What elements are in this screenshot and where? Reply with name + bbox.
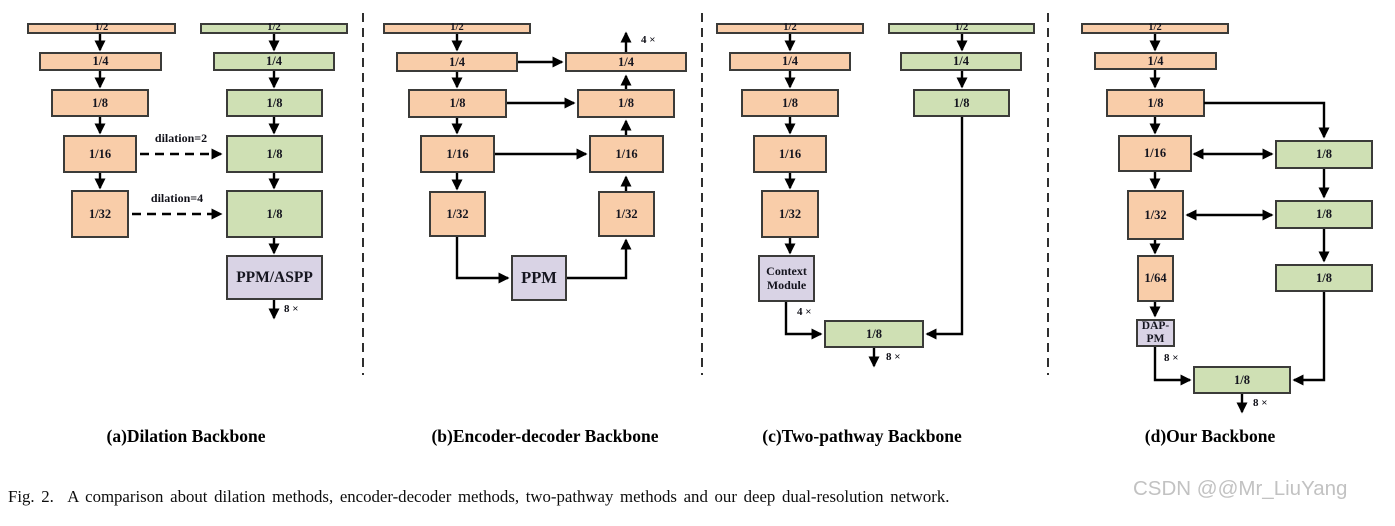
a-dilated-box-1of8: 1/8	[226, 89, 323, 117]
d-highres-box1-1of8: 1/8	[1275, 140, 1373, 169]
a-output-scale-label: 8 ×	[284, 303, 299, 315]
d-main-box-1of2: 1/2	[1081, 23, 1229, 34]
d-upsample-scale-label: 8 ×	[1164, 352, 1179, 364]
d-main-box-1of16: 1/16	[1118, 135, 1192, 172]
a-ppm-aspp-box: PPM/ASPP	[226, 255, 323, 300]
c-upsample-scale-label: 4 ×	[797, 306, 812, 318]
panel-d-caption: (d)Our Backbone	[1144, 426, 1276, 446]
b-decoder-box-1of32: 1/32	[598, 191, 655, 237]
c-spatial-box-1of16: 1/16	[753, 135, 827, 173]
a-dilated-box-1of4: 1/4	[213, 52, 335, 71]
b-encoder-box-1of16: 1/16	[420, 135, 495, 173]
a-dilated-box-1of8-d4: 1/8	[226, 190, 323, 238]
d-main-box-1of64: 1/64	[1137, 255, 1174, 302]
d-dappm-box: DAP-PM	[1136, 319, 1175, 347]
c-output-scale-label: 8 ×	[886, 351, 901, 363]
a-detail-box-1of2: 1/2	[27, 23, 176, 34]
b-ppm-box: PPM	[511, 255, 567, 301]
panel-a-caption: (a)Dilation Backbone	[106, 426, 266, 446]
c-spatial-box-1of8: 1/8	[741, 89, 839, 117]
a-detail-box-1of32: 1/32	[71, 190, 129, 238]
d-main-box-1of32: 1/32	[1127, 190, 1184, 240]
c-fusion-box-1of8: 1/8	[824, 320, 924, 348]
b-encoder-box-1of8: 1/8	[408, 89, 507, 118]
b-encoder-box-1of2: 1/2	[383, 23, 531, 34]
b-encoder-box-1of32: 1/32	[429, 191, 486, 237]
figure-caption: Fig. 2. A comparison about dilation meth…	[8, 487, 950, 506]
c-spatial-box-1of4: 1/4	[729, 52, 851, 71]
d-highres-box2-1of8: 1/8	[1275, 200, 1373, 229]
c-spatial-box-1of32: 1/32	[761, 190, 819, 238]
a-detail-box-1of8: 1/8	[51, 89, 149, 117]
d-highres-box3-1of8: 1/8	[1275, 264, 1373, 292]
c-context-module-box: Context Module	[758, 255, 815, 302]
b-output-scale-label: 4 ×	[641, 34, 656, 46]
panel-b-caption: (b)Encoder-decoder Backbone	[431, 426, 659, 446]
c-context-box-1of2: 1/2	[888, 23, 1035, 34]
d-main-box-1of4: 1/4	[1094, 52, 1217, 70]
a-dilation2-label: dilation=2	[154, 131, 208, 145]
d-fusion-box-1of8: 1/8	[1193, 366, 1291, 394]
c-context-box-1of4: 1/4	[900, 52, 1022, 71]
a-detail-box-1of16: 1/16	[63, 135, 137, 173]
a-dilated-box-1of8-d2: 1/8	[226, 135, 323, 173]
b-decoder-box-1of4: 1/4	[565, 52, 687, 72]
a-detail-box-1of4: 1/4	[39, 52, 162, 71]
a-dilation4-label: dilation=4	[150, 191, 204, 205]
d-output-scale-label: 8 ×	[1253, 397, 1268, 409]
c-spatial-box-1of2: 1/2	[716, 23, 864, 34]
b-decoder-box-1of8: 1/8	[577, 89, 675, 118]
b-decoder-box-1of16: 1/16	[589, 135, 664, 173]
c-context-box-1of8: 1/8	[913, 89, 1010, 117]
csdn-watermark: CSDN @@Mr_LiuYang	[1133, 477, 1348, 500]
d-main-box-1of8: 1/8	[1106, 89, 1205, 117]
a-dilated-box-1of2: 1/2	[200, 23, 348, 34]
b-encoder-box-1of4: 1/4	[396, 52, 518, 72]
panel-c-caption: (c)Two-pathway Backbone	[762, 426, 962, 446]
